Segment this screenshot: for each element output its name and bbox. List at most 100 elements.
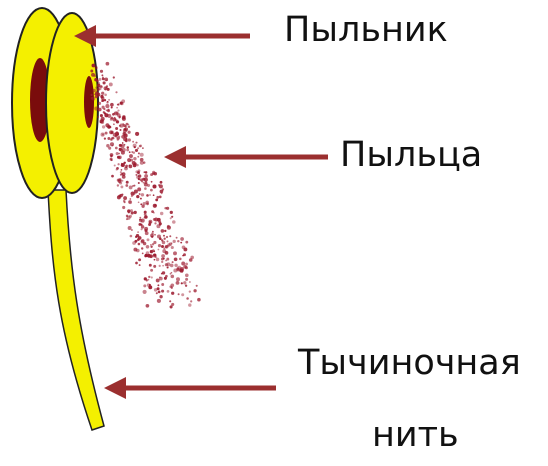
pollen-grain bbox=[124, 201, 126, 203]
pollen-grain bbox=[147, 238, 150, 241]
pollen-grain bbox=[121, 180, 123, 182]
pollen-grain bbox=[161, 273, 163, 275]
pollen-grain bbox=[90, 70, 93, 73]
pollen-grain bbox=[161, 261, 163, 263]
pollen-grain bbox=[169, 235, 171, 237]
pollen-grain bbox=[148, 223, 151, 226]
pollen-grain bbox=[106, 101, 108, 103]
pollen-grain bbox=[162, 188, 164, 190]
pollen-grain bbox=[145, 231, 149, 235]
pollen-grain bbox=[163, 247, 165, 249]
anther-right-slit bbox=[84, 76, 94, 128]
pollen-grain bbox=[146, 194, 149, 197]
pollen-grain bbox=[158, 184, 160, 186]
pollen-grain bbox=[140, 203, 142, 205]
pollen-grain bbox=[162, 265, 164, 267]
pollen-grain bbox=[169, 242, 172, 245]
pollen-grain bbox=[169, 286, 171, 288]
pollen-grain bbox=[134, 211, 137, 214]
arrow-pollen bbox=[164, 146, 328, 168]
pollen-grain bbox=[141, 247, 143, 249]
pollen-grain bbox=[111, 138, 113, 140]
pollen-grain bbox=[111, 131, 114, 134]
pollen-grain bbox=[150, 244, 152, 246]
pollen-grain bbox=[157, 299, 161, 303]
pollen-grain bbox=[151, 276, 153, 278]
pollen-grain bbox=[140, 240, 144, 244]
pollen-grain bbox=[128, 226, 132, 230]
pollen-grain bbox=[169, 300, 171, 302]
pollen-grain bbox=[134, 146, 136, 148]
pollen-grain bbox=[149, 264, 152, 267]
pollen-grain bbox=[125, 184, 128, 187]
pollen-grain bbox=[133, 248, 137, 252]
pollen-grain bbox=[102, 106, 105, 109]
pollen-grain bbox=[123, 162, 125, 164]
pollen-grain bbox=[182, 255, 184, 257]
label-filament-line2: нить bbox=[372, 418, 459, 453]
pollen-grain bbox=[135, 132, 139, 136]
pollen-grain bbox=[137, 238, 140, 241]
pollen-grain bbox=[156, 292, 158, 294]
pollen-grain bbox=[161, 258, 164, 261]
pollen-grain bbox=[109, 82, 113, 86]
pollen-grain bbox=[126, 181, 129, 184]
pollen-grain bbox=[135, 170, 138, 173]
pollen-grain bbox=[114, 164, 116, 166]
pollen-grain bbox=[115, 112, 118, 115]
pollen-grain bbox=[141, 193, 144, 196]
pollen-grain bbox=[127, 146, 129, 148]
pollen-grain bbox=[110, 103, 114, 107]
pollen-grain bbox=[150, 189, 153, 192]
pollen-grain bbox=[179, 258, 182, 261]
pollen-grain bbox=[161, 283, 164, 286]
pollen-grain bbox=[180, 242, 182, 244]
pollen-grain bbox=[158, 244, 161, 247]
pollen-grain bbox=[138, 152, 140, 154]
pollen-grain bbox=[170, 211, 173, 214]
pollen-grain bbox=[164, 277, 167, 280]
pollen-grain bbox=[173, 251, 177, 255]
pollen-grain bbox=[156, 258, 160, 262]
pollen-grain bbox=[150, 234, 154, 238]
pollen-grain bbox=[123, 128, 125, 130]
pollen-grain bbox=[118, 153, 120, 155]
pollen-grain bbox=[153, 204, 157, 208]
pollen-grain bbox=[153, 250, 155, 252]
pollen-grain bbox=[117, 184, 119, 186]
pollen-grain bbox=[196, 285, 198, 287]
arrow-anther bbox=[74, 25, 250, 47]
pollen-grain bbox=[138, 258, 141, 261]
pollen-grain bbox=[107, 125, 111, 129]
pollen-grain bbox=[118, 156, 121, 159]
pollen-grain bbox=[158, 291, 161, 294]
pollen-grain bbox=[153, 194, 155, 196]
pollen-grain bbox=[159, 277, 161, 279]
pollen-grain bbox=[150, 250, 153, 253]
pollen-grain bbox=[121, 173, 123, 175]
pollen-grain bbox=[174, 257, 178, 261]
pollen-grain bbox=[100, 70, 103, 73]
pollen-grain bbox=[103, 111, 105, 113]
pollen-grain bbox=[167, 266, 169, 268]
pollen-grain bbox=[185, 285, 187, 287]
pollen-grain bbox=[183, 247, 187, 251]
pollen-grain bbox=[134, 162, 137, 165]
pollen-grain bbox=[116, 107, 118, 109]
pollen-grain bbox=[110, 155, 112, 157]
pollen-grain bbox=[116, 133, 119, 136]
pollen-grain bbox=[164, 230, 166, 232]
pollen-grain bbox=[142, 147, 144, 149]
pollen-grain bbox=[144, 187, 147, 190]
pollen-grain bbox=[98, 78, 101, 81]
pollen-grain bbox=[181, 262, 185, 266]
pollen-grain bbox=[117, 179, 120, 182]
pollen-grain bbox=[92, 64, 96, 68]
pollen-grain bbox=[158, 249, 160, 251]
pollen-grain bbox=[128, 138, 131, 141]
pollen-grain bbox=[91, 97, 95, 101]
pollen-grain bbox=[139, 217, 141, 219]
pollen-grain bbox=[173, 268, 177, 272]
pollen-grain bbox=[133, 193, 135, 195]
